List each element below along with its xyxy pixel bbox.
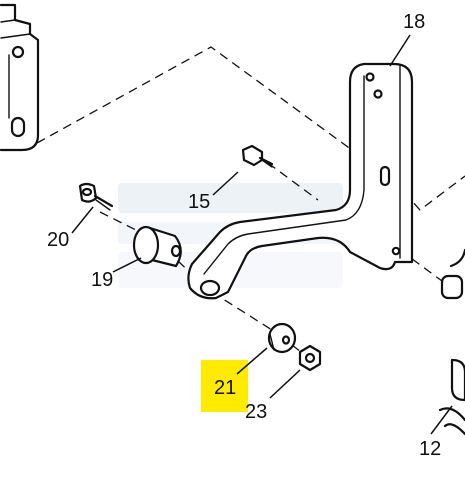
nut-part — [298, 344, 322, 372]
bolt-part — [241, 144, 274, 168]
leader-lines — [71, 34, 453, 435]
callout-15: 15 — [188, 191, 210, 213]
screw-part — [78, 182, 114, 211]
callout-20: 20 — [47, 229, 69, 251]
right-edge-parts — [438, 248, 465, 436]
callout-21: 21 — [214, 377, 236, 399]
support-bracket — [187, 62, 414, 300]
washer-part — [267, 322, 297, 354]
callout-12: 12 — [419, 438, 441, 460]
callout-18: 18 — [403, 11, 425, 33]
callout-21-highlight — [201, 360, 248, 412]
spacer-part — [132, 225, 182, 268]
callout-23: 23 — [245, 401, 267, 423]
left-bracket — [0, 3, 40, 152]
callout-19: 19 — [91, 269, 113, 291]
